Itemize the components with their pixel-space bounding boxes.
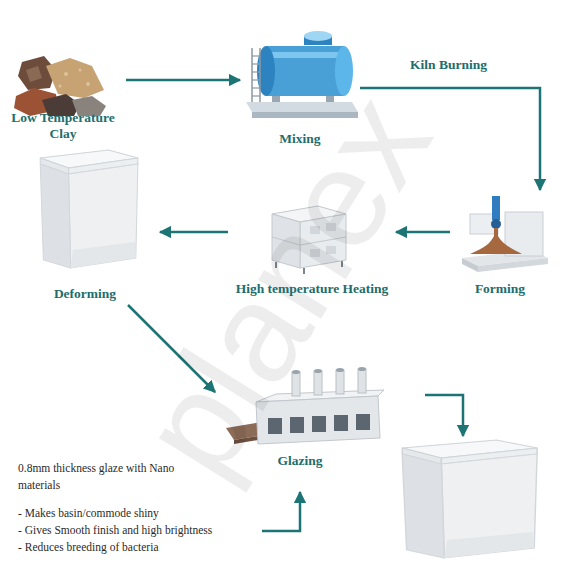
note-bullet: - Reduces breeding of bacteria	[18, 539, 258, 556]
deforming-step: Deforming	[10, 140, 160, 305]
clay-step: Low Temperature Clay	[0, 50, 126, 145]
output-arrow	[425, 395, 463, 436]
mixing-tank-part	[252, 87, 260, 88]
clay-illustration-part	[59, 85, 62, 88]
toilet-illustration	[40, 150, 138, 268]
clay-illustration-part	[64, 72, 68, 76]
mixing-tank-part	[252, 63, 260, 64]
glazing-machine-part	[312, 416, 326, 432]
clay-illustration-part	[79, 69, 82, 72]
glazing-machine-part	[336, 370, 344, 394]
mixing-tank-part	[252, 79, 260, 80]
glazing-machine-part	[314, 369, 322, 373]
glazing-machine-part	[356, 414, 370, 430]
clay-illustration	[14, 56, 106, 116]
forming-machine-part	[478, 258, 548, 272]
heating-step: High temperature Heating	[228, 190, 396, 300]
flow-arrow	[126, 79, 240, 82]
step-caption: Deforming	[54, 286, 116, 302]
mixing-step: Mixing	[240, 25, 360, 150]
note-block: 0.8mm thickness glaze with Nano material…	[18, 460, 258, 556]
note-heading: 0.8mm thickness glaze with Nano material…	[18, 460, 178, 494]
glazing-machine-part	[336, 368, 344, 372]
flow-arrow	[396, 231, 450, 234]
toilet-illustration-part	[40, 150, 138, 268]
mixing-tank-part	[252, 55, 260, 56]
glazing-machine-part	[358, 367, 366, 371]
forming-machine	[462, 196, 548, 272]
glazing-machine-part	[334, 415, 348, 431]
forming-machine-part	[491, 219, 501, 229]
step-caption: Forming	[475, 281, 525, 297]
step-caption: Glazing	[277, 453, 322, 469]
glazing-machine-part	[358, 369, 366, 393]
forming-machine-part	[492, 196, 500, 220]
finished-toilet	[402, 440, 537, 558]
mixing-tank-part	[252, 71, 260, 72]
clay-illustration-part	[26, 66, 42, 82]
glazing-step: Glazing	[215, 380, 385, 472]
glazing-machine-part	[290, 417, 304, 433]
mixing-tank-part	[266, 52, 344, 58]
clay-illustration-part	[86, 82, 90, 86]
step-caption: High temperature Heating	[236, 281, 389, 297]
note-bullet: - Makes basin/commode shiny	[18, 505, 258, 522]
finished-toilet-part	[402, 440, 537, 558]
clay-illustration-part	[46, 58, 104, 98]
note-bullet: - Gives Smooth finish and high brightnes…	[18, 522, 258, 539]
mixing-tank-part	[304, 31, 332, 41]
glazing-machine-part	[314, 371, 322, 395]
note-arrow	[262, 492, 300, 531]
mixing-tank-part	[252, 95, 260, 96]
edge-label: Kiln Burning	[408, 57, 489, 73]
forming-machine-part	[462, 258, 478, 272]
forming-machine-part	[470, 236, 522, 254]
step-caption: Low Temperature Clay	[0, 110, 126, 142]
forming-step: Forming	[450, 190, 550, 300]
step-caption: Mixing	[279, 131, 320, 147]
flow-arrow	[160, 231, 228, 234]
